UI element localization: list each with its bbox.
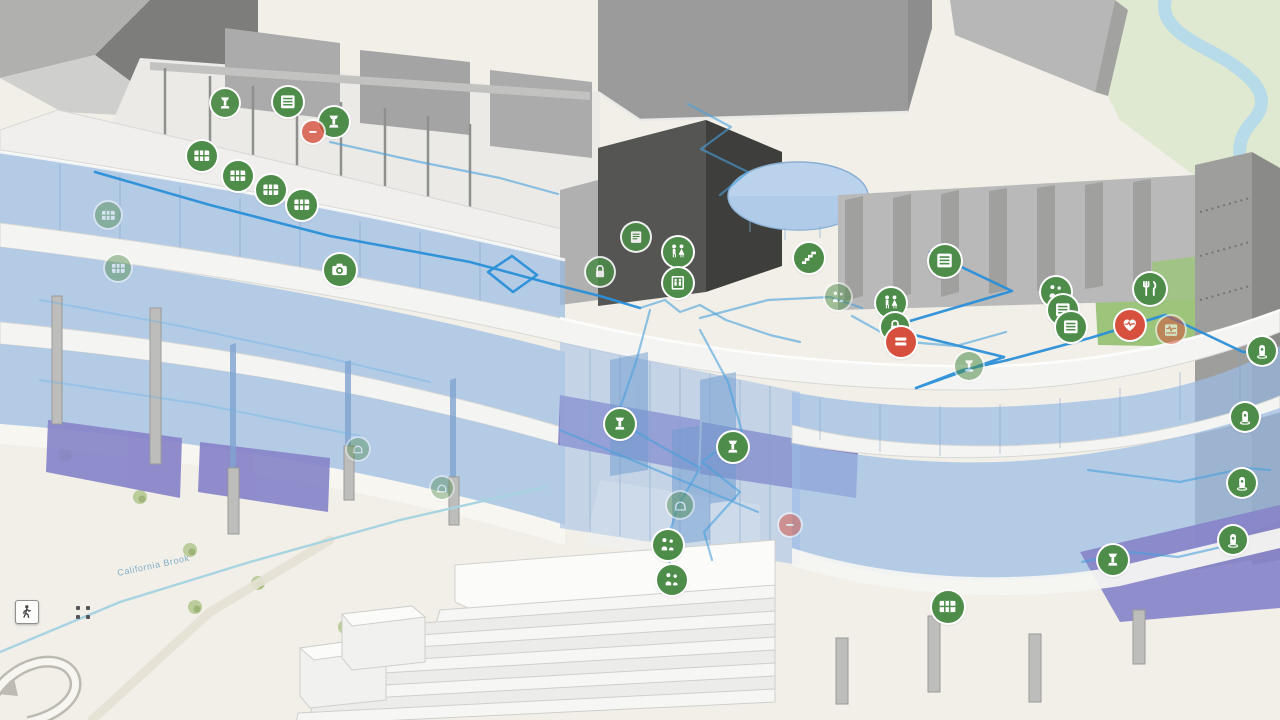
poi-elevator-icon[interactable] [663,268,693,298]
route-faint [850,314,1008,348]
poi-heart-icon[interactable] [1115,310,1145,340]
neighbor-buildings [0,0,1128,122]
poi-desks-icon[interactable] [223,161,253,191]
poi-bottle-icon[interactable] [1219,526,1247,554]
poi-desks-icon[interactable] [287,190,317,220]
poi-fountain-icon[interactable] [955,352,983,380]
route-primary [93,170,554,286]
tree-shade [188,548,196,556]
route-faint [698,328,744,562]
poi-bottle-icon[interactable] [1228,469,1256,497]
poi-camera-icon[interactable] [324,254,356,286]
route-ghost [39,379,361,437]
poi-document-icon[interactable] [622,223,650,251]
tree-shade [138,495,146,503]
poi-list-icon[interactable] [273,87,303,117]
atrium-cylinder [727,161,869,240]
right-back-rooms [838,175,1238,340]
poi-list-icon[interactable] [929,245,961,277]
poi-list-icon[interactable] [1056,312,1086,342]
poi-aed-icon[interactable] [886,327,916,357]
poi-stairs-icon[interactable] [794,243,824,273]
poi-fountain-icon[interactable] [319,107,349,137]
poi-desks-icon[interactable] [105,255,131,281]
poi-fountain-icon[interactable] [211,89,239,117]
glass-upper-left [0,152,565,332]
route-ghost [39,299,431,383]
right-wing [791,346,1280,622]
route-faint [1086,466,1272,484]
route-road [87,535,335,720]
glass-lower-left [0,344,565,525]
poi-food-icon[interactable] [1134,273,1166,305]
poi-desks-icon[interactable] [95,202,121,228]
poi-people-icon[interactable] [653,530,683,560]
poi-arch-icon[interactable] [431,477,453,499]
poi-fountain-icon[interactable] [605,409,635,439]
route-primary [550,282,642,310]
entrance-stairs [296,539,776,720]
poi-bottle-icon[interactable] [1248,337,1276,365]
poi-desks-icon[interactable] [932,591,964,623]
poi-arch-icon[interactable] [347,438,369,460]
poi-restroom-icon[interactable] [663,237,693,267]
poi-arch-icon[interactable] [667,492,693,518]
poi-alert-icon[interactable] [779,514,801,536]
route-faint [558,428,760,514]
tree-shade [193,605,201,613]
poi-fountain-icon[interactable] [718,432,748,462]
support-columns [51,295,1146,705]
poi-pulse-icon[interactable] [1157,316,1185,344]
route-stream [0,485,547,654]
route-faint [686,102,750,197]
poi-lock-icon[interactable] [586,258,614,286]
poi-alert-icon[interactable] [302,121,324,143]
poi-bottle-icon[interactable] [1231,403,1259,431]
glass-mid-left [0,247,565,428]
poi-desks-icon[interactable] [187,141,217,171]
poi-people-icon[interactable] [657,565,687,595]
route-primary [486,254,539,294]
roundabout-road [0,655,82,720]
poi-people-icon[interactable] [825,284,851,310]
route-faint [328,140,560,196]
poi-fountain-icon[interactable] [1098,545,1128,575]
poi-desks-icon[interactable] [256,175,286,205]
route-lines [0,102,1272,720]
route-faint [638,298,802,344]
poi-walker-icon[interactable] [15,600,39,624]
